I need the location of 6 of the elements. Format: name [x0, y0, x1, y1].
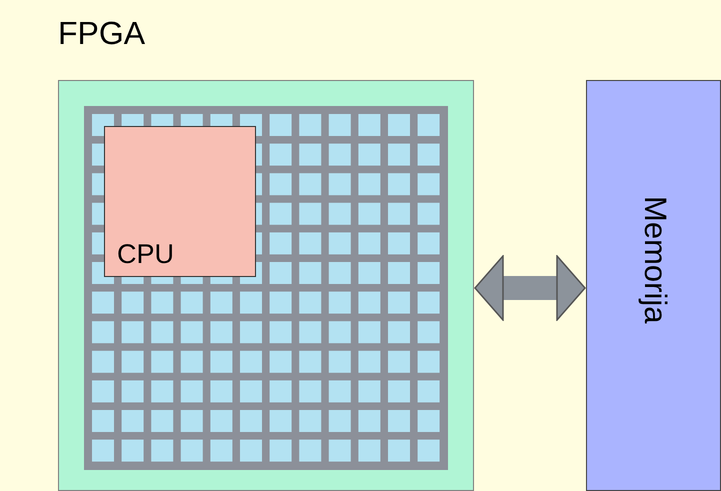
block-label: CPU [117, 239, 174, 270]
block-title: FPGA [58, 15, 146, 52]
cpu-block [104, 126, 256, 277]
double-arrow [474, 255, 586, 321]
memory-block [586, 80, 721, 491]
block-label: Memorija [637, 196, 673, 324]
